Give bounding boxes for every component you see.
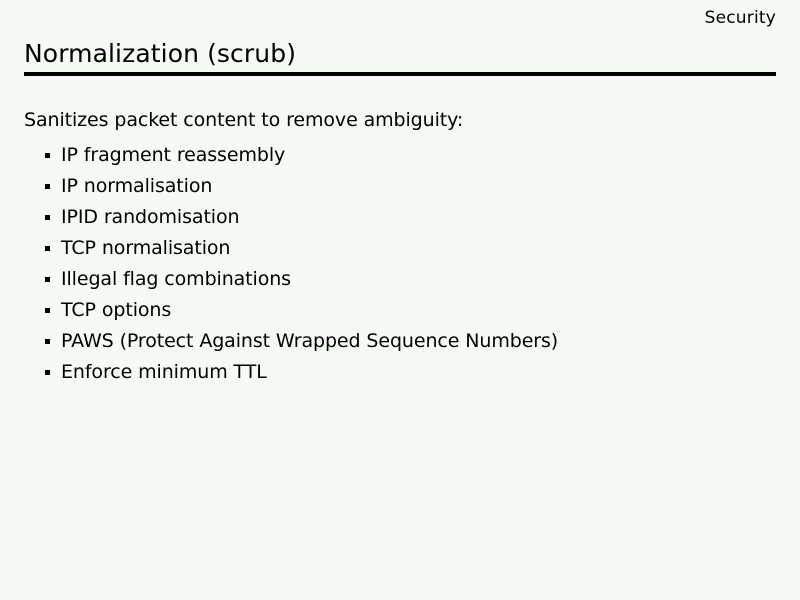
- square-bullet-icon: [45, 246, 50, 251]
- square-bullet-icon: [45, 370, 50, 375]
- square-bullet-icon: [45, 184, 50, 189]
- list-item: PAWS (Protect Against Wrapped Sequence N…: [24, 326, 776, 357]
- list-item: TCP options: [24, 295, 776, 326]
- list-item: IP normalisation: [24, 171, 776, 202]
- list-item-label: IPID randomisation: [61, 206, 240, 228]
- square-bullet-icon: [45, 308, 50, 313]
- intro-text: Sanitizes packet content to remove ambig…: [24, 109, 464, 131]
- slide-body: Sanitizes packet content to remove ambig…: [24, 107, 776, 388]
- list-item-label: TCP normalisation: [61, 237, 231, 259]
- list-item-label: TCP options: [61, 299, 172, 321]
- list-item-label: Enforce minimum TTL: [61, 361, 267, 383]
- square-bullet-icon: [45, 339, 50, 344]
- square-bullet-icon: [45, 153, 50, 158]
- bullet-list: IP fragment reassembly IP normalisation …: [24, 140, 776, 388]
- list-item: IPID randomisation: [24, 202, 776, 233]
- slide-header-label: Security: [704, 8, 776, 28]
- list-item-label: IP normalisation: [61, 175, 213, 197]
- page-title: Normalization (scrub): [24, 39, 297, 68]
- list-item-label: Illegal flag combinations: [61, 268, 291, 290]
- list-item: Illegal flag combinations: [24, 264, 776, 295]
- title-divider: [24, 72, 776, 76]
- square-bullet-icon: [45, 277, 50, 282]
- list-item-label: PAWS (Protect Against Wrapped Sequence N…: [61, 330, 559, 352]
- square-bullet-icon: [45, 215, 50, 220]
- list-item: TCP normalisation: [24, 233, 776, 264]
- list-item: IP fragment reassembly: [24, 140, 776, 171]
- list-item: Enforce minimum TTL: [24, 357, 776, 388]
- list-item-label: IP fragment reassembly: [61, 144, 286, 166]
